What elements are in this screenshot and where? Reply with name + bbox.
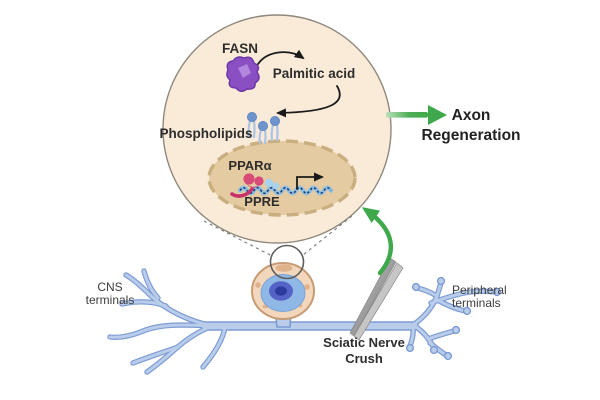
synaptic-bouton bbox=[492, 287, 502, 297]
sciatic-nerve-crush-label-line2: Crush bbox=[345, 351, 383, 366]
phospholipids-group bbox=[246, 112, 280, 145]
axon-regeneration-label-line1: Axon bbox=[452, 107, 491, 124]
synaptic-bouton bbox=[436, 276, 446, 286]
soma-nucleolus bbox=[275, 286, 287, 296]
dna-strand-icon bbox=[237, 185, 334, 196]
transcription-start-arrow-icon bbox=[296, 172, 324, 190]
axon-regeneration-label-line2: Regeneration bbox=[421, 127, 520, 144]
injury-to-inset-arrow-icon bbox=[361, 207, 393, 276]
palmitic-acid-label: Palmitic acid bbox=[273, 66, 356, 81]
fasn-label: FASN bbox=[222, 41, 258, 56]
phospholipid-icon bbox=[257, 121, 268, 145]
synaptic-bouton bbox=[443, 351, 453, 361]
cns-terminals-label-line2: terminals bbox=[86, 293, 135, 307]
phospholipid-icon bbox=[269, 116, 280, 142]
synaptic-bouton bbox=[451, 325, 461, 335]
cns-terminals-label-line1: CNS bbox=[97, 280, 122, 294]
sciatic-nerve-crush-label-line1: Sciatic Nerve bbox=[323, 335, 405, 350]
neuron-illustration bbox=[107, 244, 502, 375]
peripheral-terminals-label-line2: terminals bbox=[452, 296, 501, 310]
ppre-label: PPRE bbox=[244, 194, 280, 209]
synaptic-bouton bbox=[405, 343, 415, 353]
synaptic-boutons bbox=[405, 276, 502, 361]
synaptic-bouton bbox=[411, 282, 421, 292]
ppar-alpha-label: PPARα bbox=[228, 158, 271, 173]
synaptic-bouton bbox=[462, 306, 472, 316]
soma bbox=[251, 262, 315, 328]
magnified-cell-inset: FASN Palmitic acid Phospholipid bbox=[160, 14, 392, 244]
phospholipid-icon bbox=[246, 112, 257, 139]
peripheral-terminals-label-line1: Peripheral bbox=[452, 283, 507, 297]
nucleus bbox=[207, 139, 357, 217]
phospholipids-label: Phospholipids bbox=[160, 126, 253, 141]
zoom-connector-line-right bbox=[302, 215, 353, 256]
magnifier-circle-icon bbox=[269, 244, 305, 280]
forceps-icon bbox=[349, 257, 404, 341]
palmitic-to-phospholipid-arrow-icon bbox=[276, 85, 341, 118]
axon-regeneration-arrow-icon bbox=[386, 105, 447, 125]
ppar-protein-icon bbox=[230, 173, 264, 198]
ligand-icon bbox=[264, 178, 280, 190]
fasn-to-palmitic-arrow-icon bbox=[257, 49, 305, 65]
fasn-enzyme-icon bbox=[226, 56, 260, 92]
synaptic-bouton bbox=[429, 345, 439, 355]
